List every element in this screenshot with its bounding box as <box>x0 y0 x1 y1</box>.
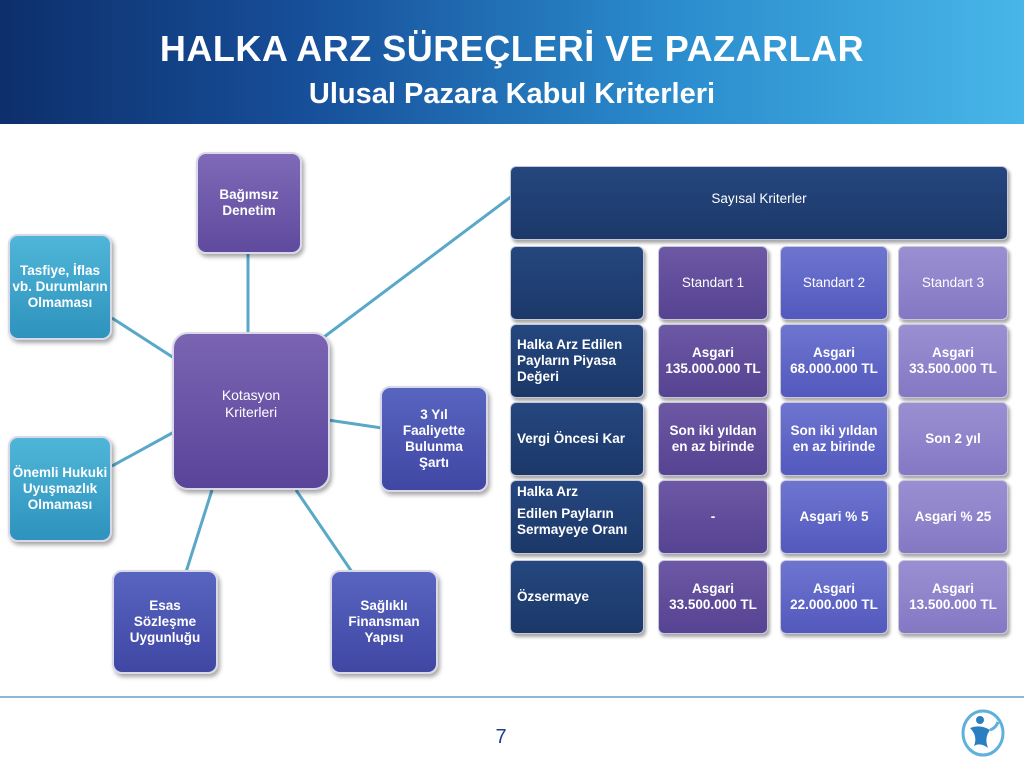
company-logo-icon <box>961 709 1005 757</box>
connector-sayisal <box>319 194 513 342</box>
column-header-standart-3: Standart 3 <box>898 246 1008 320</box>
bagimsiz-denetim-box: Bağımsız Denetim <box>196 152 302 254</box>
connector-faaliyet <box>327 418 383 430</box>
column-header-standart-2: Standart 2 <box>780 246 888 320</box>
connector-hukuki <box>111 430 175 468</box>
slide-header: HALKA ARZ SÜREÇLERİ VE PAZARLAR Ulusal P… <box>0 0 1024 124</box>
table-corner-cell <box>510 246 644 320</box>
row-label-vergi-oncesi-kar: Vergi Öncesi Kar <box>510 402 644 476</box>
tasfiye-label: Tasfiye, İflas vb. Durumların Olmaması <box>12 262 108 311</box>
hukuki-label: Önemli Hukuki Uyuşmazlık Olmaması <box>12 464 108 513</box>
kotasyon-kriterleri-label: Kotasyon Kriterleri <box>221 387 281 420</box>
page-number: 7 <box>495 726 507 748</box>
faaliyet-box: 3 Yıl Faaliyette Bulunma Şartı <box>380 386 488 492</box>
cell-value: Asgari 135.000.000 TL <box>665 344 761 376</box>
column-header-label: Standart 2 <box>802 274 866 290</box>
table-cell: Asgari 68.000.000 TL <box>780 324 888 398</box>
connector-saglikli <box>294 489 354 573</box>
table-cell: - <box>658 480 768 554</box>
table-cell: Son 2 yıl <box>898 402 1008 476</box>
kotasyon-kriterleri-box: Kotasyon Kriterleri <box>172 332 330 490</box>
cell-value: Asgari 22.000.000 TL <box>790 580 878 612</box>
slide-title: HALKA ARZ SÜREÇLERİ VE PAZARLAR <box>159 28 865 69</box>
connector-tasfiye <box>111 316 175 360</box>
row-label: Özsermaye <box>517 588 590 604</box>
cell-value: Asgari % 25 <box>914 508 992 524</box>
footer-divider <box>0 696 1024 698</box>
table-cell: Son iki yıldan en az birinde <box>780 402 888 476</box>
esas-sozlesme-box: Esas Sözleşme Uygunluğu <box>112 570 218 674</box>
column-header-label: Standart 1 <box>681 274 745 290</box>
cell-value: Asgari 68.000.000 TL <box>790 344 878 376</box>
row-label-line-1: Halka Arz <box>517 484 579 499</box>
row-label-line-2: Edilen Payların Sermayeye Oranı <box>517 506 628 538</box>
table-cell: Asgari 13.500.000 TL <box>898 560 1008 634</box>
table-cell: Asgari 33.500.000 TL <box>898 324 1008 398</box>
tasfiye-box: Tasfiye, İflas vb. Durumların Olmaması <box>8 234 112 340</box>
cell-value: - <box>710 508 716 524</box>
cell-value: Asgari 33.500.000 TL <box>909 344 997 376</box>
table-cell: Asgari 33.500.000 TL <box>658 560 768 634</box>
slide-subtitle: Ulusal Pazara Kabul Kriterleri <box>308 78 716 110</box>
cell-value: Son 2 yıl <box>925 430 981 446</box>
cell-value: Asgari % 5 <box>799 508 869 524</box>
row-label-sermayeye-orani: Halka Arz Edilen Payların Sermayeye Oran… <box>510 480 644 554</box>
cell-value: Asgari 13.500.000 TL <box>909 580 997 612</box>
column-header-label: Standart 3 <box>921 274 985 290</box>
esas-sozlesme-label: Esas Sözleşme Uygunluğu <box>129 597 201 646</box>
table-cell: Asgari % 5 <box>780 480 888 554</box>
faaliyet-label: 3 Yıl Faaliyette Bulunma Şartı <box>402 406 466 471</box>
sayisal-kriterler-label: Sayısal Kriterler <box>711 190 807 206</box>
sayisal-kriterler-header: Sayısal Kriterler <box>510 166 1008 240</box>
cell-value: Asgari 33.500.000 TL <box>669 580 757 612</box>
saglikli-finansman-box: Sağlıklı Finansman Yapısı <box>330 570 438 674</box>
table-cell: Son iki yıldan en az birinde <box>658 402 768 476</box>
column-header-standart-1: Standart 1 <box>658 246 768 320</box>
row-label: Vergi Öncesi Kar <box>517 430 626 446</box>
bagimsiz-denetim-label: Bağımsız Denetim <box>219 186 279 218</box>
table-cell: Asgari 135.000.000 TL <box>658 324 768 398</box>
connector-esas <box>184 489 214 573</box>
table-cell: Asgari % 25 <box>898 480 1008 554</box>
cell-value: Son iki yıldan en az birinde <box>790 422 878 454</box>
row-label-piyasa-degeri: Halka Arz Edilen Payların Piyasa Değeri <box>510 324 644 398</box>
table-cell: Asgari 22.000.000 TL <box>780 560 888 634</box>
hukuki-box: Önemli Hukuki Uyuşmazlık Olmaması <box>8 436 112 542</box>
row-label: Halka Arz Edilen Payların Piyasa Değeri <box>517 336 623 385</box>
row-label-ozsermaye: Özsermaye <box>510 560 644 634</box>
saglikli-finansman-label: Sağlıklı Finansman Yapısı <box>348 597 420 646</box>
cell-value: Son iki yıldan en az birinde <box>669 422 757 454</box>
